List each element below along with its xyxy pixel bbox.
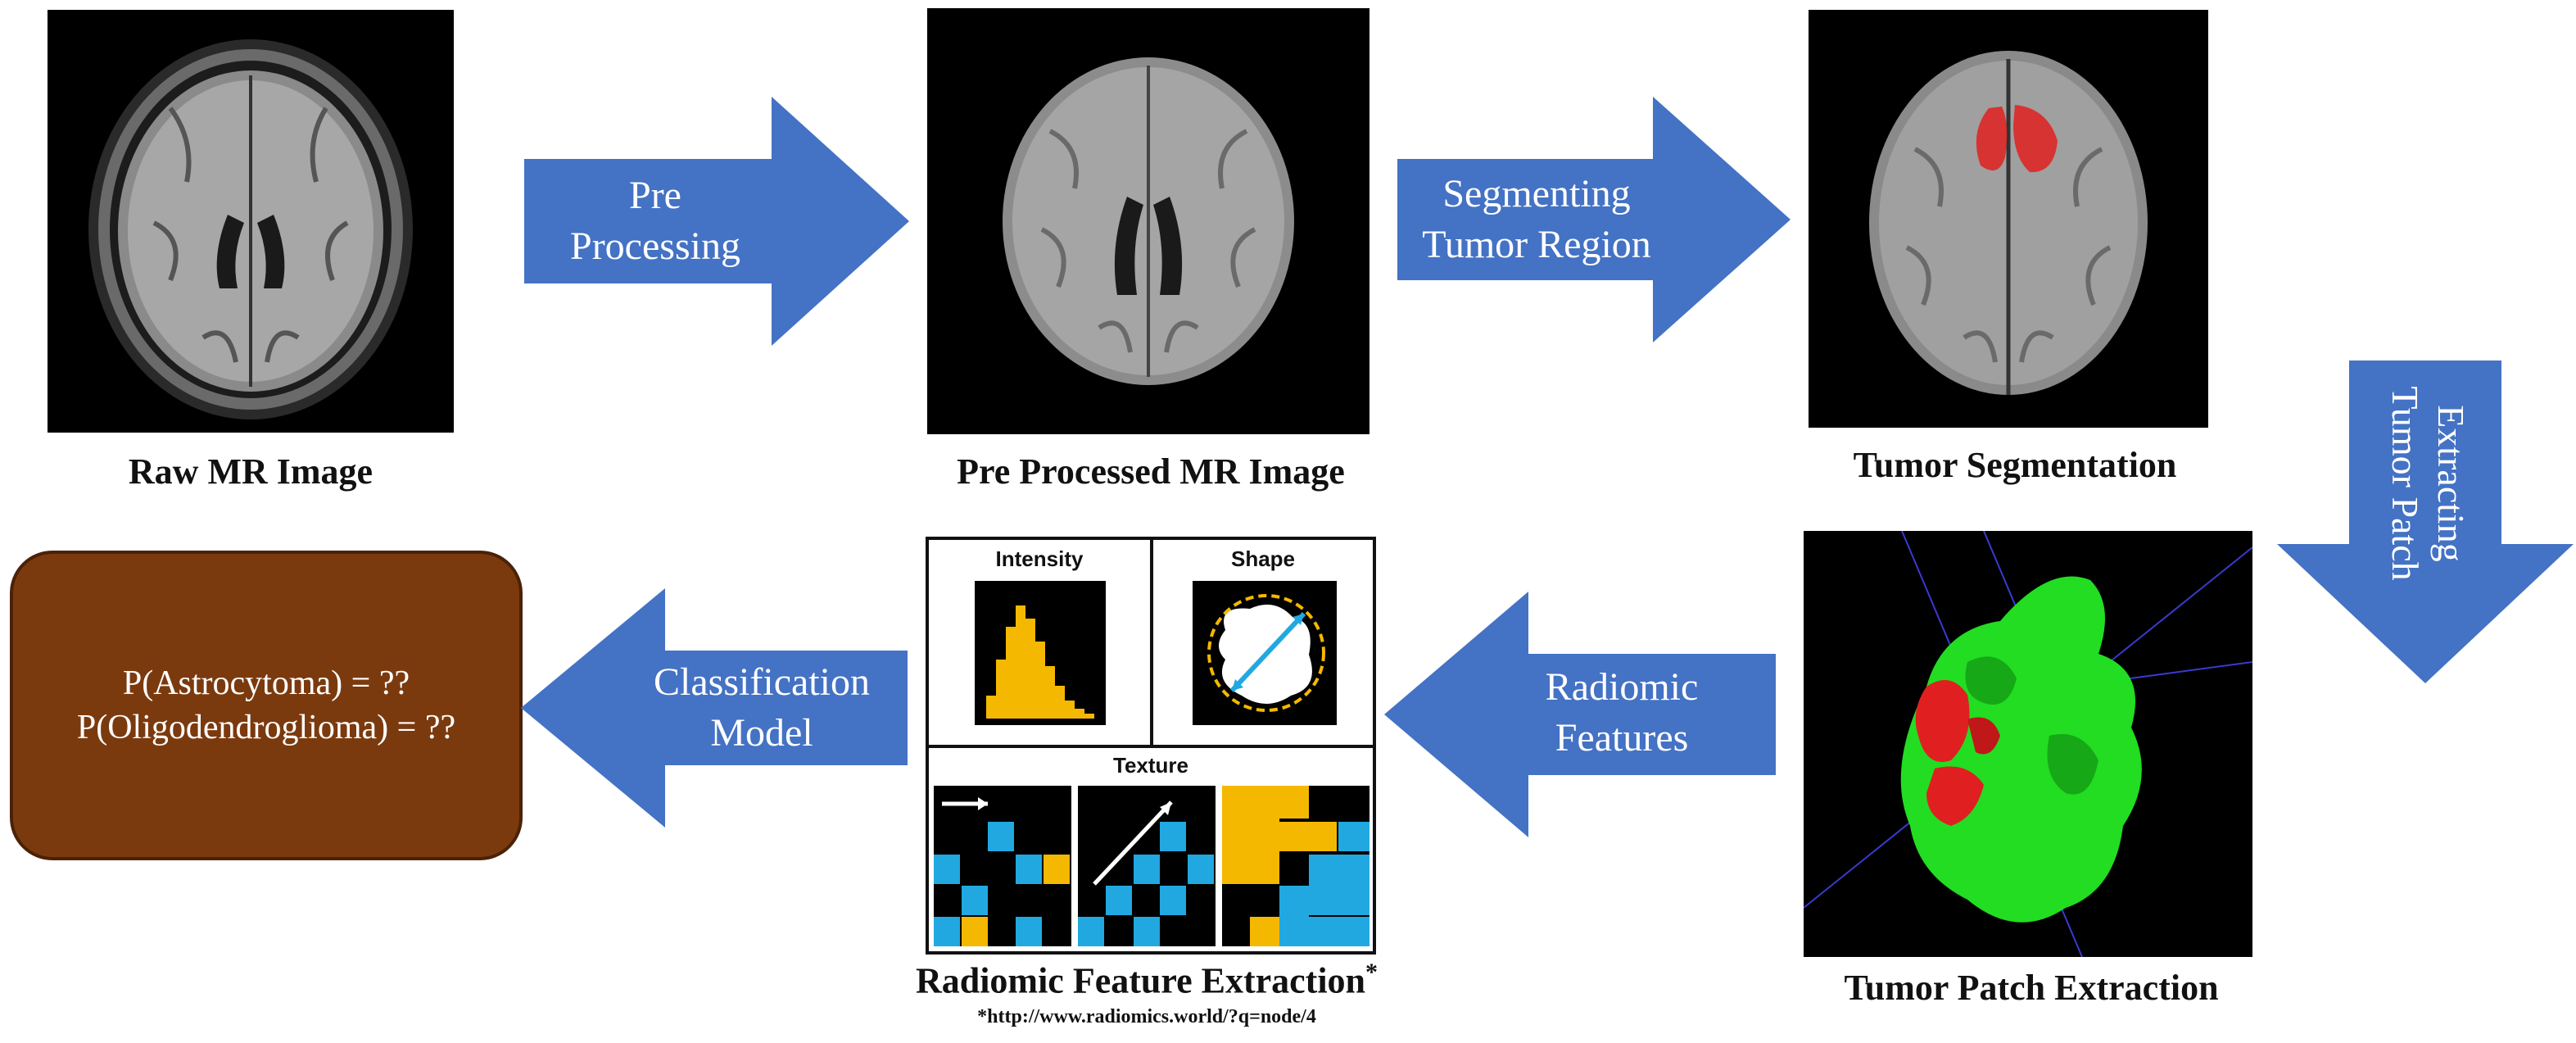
classification-result-box: P(Astrocytoma) = ?? P(Oligodendroglioma)… [10, 551, 523, 860]
texture-grid-2 [1078, 786, 1216, 946]
raw-mr-image-caption: Raw MR Image [128, 451, 373, 492]
extracting-arrow-label: Extracting Tumor Patch [2375, 377, 2474, 590]
tumor-patch-image [1804, 531, 2252, 957]
texture-title: Texture [1113, 753, 1188, 778]
radiomic-extraction-caption-mark: * [1365, 959, 1379, 986]
tumor-patch-caption: Tumor Patch Extraction [1844, 968, 2219, 1008]
segmenting-arrow-label: Segmenting Tumor Region [1406, 169, 1668, 270]
shape-title: Shape [1230, 546, 1296, 571]
astrocytoma-probability: P(Astrocytoma) = ?? [122, 664, 410, 702]
radiomic-features-line-2: Features [1555, 716, 1689, 760]
radiomic-features-line-1: Radiomic [1545, 665, 1699, 709]
extracting-line-1: Extracting [2430, 405, 2472, 562]
radiomic-features-arrow-label: Radiomic Features [1499, 662, 1745, 764]
raw-mr-image [48, 10, 454, 433]
preprocessing-line-2: Processing [570, 224, 740, 268]
shape-diagram [1193, 581, 1337, 725]
classification-line-2: Model [710, 711, 813, 755]
segmenting-arrow [1397, 97, 1791, 342]
segmenting-line-1: Segmenting [1442, 172, 1631, 215]
oligodendroglioma-probability: P(Oligodendroglioma) = ?? [76, 709, 456, 746]
radiomic-extraction-caption: Radiomic Feature Extraction* [860, 959, 1433, 1002]
preprocessed-mr-image-caption: Pre Processed MR Image [957, 451, 1345, 492]
extracting-arrow [2277, 361, 2574, 683]
preprocessing-arrow-label: Pre Processing [532, 170, 778, 272]
radiomic-footnote: *http://www.radiomics.world/?q=node/4 [977, 1006, 1316, 1027]
classification-arrow-label: Classification Model [639, 657, 885, 759]
texture-grids [934, 786, 1369, 946]
feature-divider-vertical [1150, 540, 1153, 745]
texture-grid-3 [1222, 786, 1369, 946]
classification-line-1: Classification [654, 660, 870, 704]
preprocessing-line-1: Pre [629, 174, 681, 217]
radiomic-extraction-caption-text: Radiomic Feature Extraction [915, 960, 1366, 1001]
feature-divider-horizontal [929, 745, 1373, 748]
tumor-segmentation-caption: Tumor Segmentation [1853, 445, 2177, 485]
preprocessed-mr-image [927, 8, 1369, 434]
radiomic-features-arrow [1384, 592, 1776, 837]
intensity-histogram [975, 581, 1106, 725]
extracting-line-2: Tumor Patch [2384, 386, 2426, 581]
segmenting-line-2: Tumor Region [1422, 223, 1651, 266]
tumor-segmentation-image [1809, 10, 2208, 428]
classification-arrow [521, 588, 908, 828]
radiomic-feature-panel: Intensity Shape Texture [926, 537, 1376, 955]
intensity-title: Intensity [995, 546, 1084, 571]
texture-grid-1 [934, 786, 1071, 946]
preprocessing-arrow [524, 97, 909, 346]
